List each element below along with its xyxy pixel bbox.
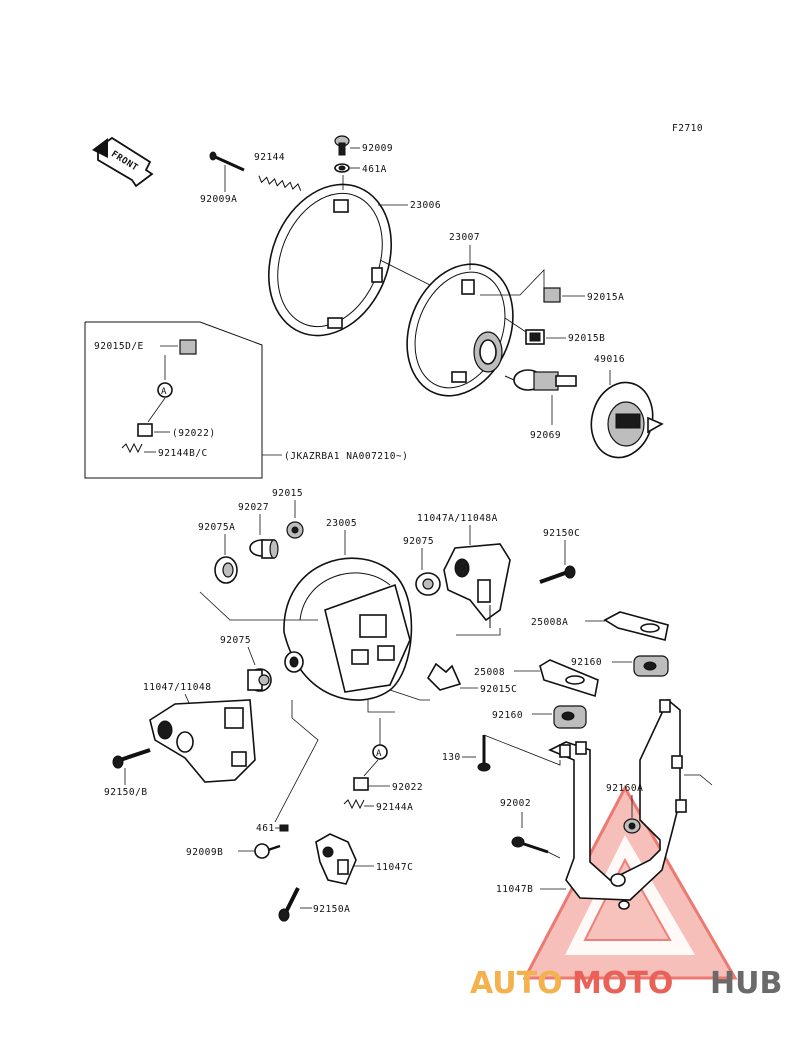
label-23007: 23007 [449,232,480,243]
callout-a: A [372,744,388,760]
washer-461a [334,163,350,173]
label-92002: 92002 [500,798,531,809]
collar-92027 [249,539,279,559]
bracket-11047a [443,543,511,628]
label-92069: 92069 [530,430,561,441]
label-92009a: 92009A [200,194,237,205]
label-130: 130 [442,752,461,763]
label-92144a: 92144A [376,802,413,813]
watermark-text: AUTO MOTO HUB [470,966,782,1001]
svg-text:HUB: HUB [710,966,782,1001]
label-92022: 92022 [392,782,423,793]
headlight-rim-23006 [267,183,393,337]
plate-25008a [603,611,669,641]
label-92027: 92027 [238,502,269,513]
label-92022-inset: (92022) [172,428,216,439]
nut-92022-inset [137,423,153,437]
headlight-housing-23005 [283,557,413,701]
damper-92160a [623,818,641,834]
label-11047a: 11047A/11048A [417,513,498,524]
label-11047b: 11047B [496,884,533,895]
label-92150c: 92150C [543,528,580,539]
socket-cover-49016 [590,381,664,459]
nut-92015 [286,521,304,539]
label-461a: 461A [362,164,387,175]
label-92075-a: 92075 [403,536,434,547]
inset-box [84,321,263,479]
damper-92160-b [553,705,587,729]
label-92015de: 92015D/E [94,341,144,352]
label-23006: 23006 [410,200,441,211]
label-92015b: 92015B [568,333,605,344]
screw-92009 [334,135,350,156]
bolt-92150c [539,565,576,584]
plate-25008 [539,659,599,698]
headlight-unit-23007 [406,263,514,397]
svg-text:A: A [376,749,382,759]
label-461: 461 [256,823,275,834]
bracket-11047c [315,833,357,885]
label-92160a: 92160A [606,783,643,794]
bulb-92069 [504,369,577,391]
grommet-92075-b [247,668,272,692]
svg-text:MOTO: MOTO [572,966,673,1001]
screw-92009b [254,843,281,859]
bracket-11047 [149,699,256,783]
label-92015a: 92015A [587,292,624,303]
spring-92144a [343,798,365,810]
label-92160-b: 92160 [492,710,523,721]
label-92144: 92144 [254,152,285,163]
nut-92022 [353,777,369,791]
grommet-92075a [214,556,238,584]
label-49016: 49016 [594,354,625,365]
label-92009: 92009 [362,143,393,154]
label-92015c: 92015C [480,684,517,695]
inset-note: (JKAZRBA1 NA007210~) [284,451,408,462]
bolt-130 [477,735,491,772]
label-92160-a: 92160 [571,657,602,668]
nut-92015de [179,339,197,355]
bolt-92150b [112,748,151,769]
label-23005: 23005 [326,518,357,529]
label-92075-b: 92075 [220,635,251,646]
connector-92015c [427,662,462,691]
stay-11047b [548,698,687,910]
callout-a-inset: A [157,382,173,398]
spring-92144bc [121,442,143,454]
bolt-92002 [511,836,549,854]
label-92144bc: 92144B/C [158,448,208,459]
label-11047: 11047/11048 [143,682,211,693]
label-92150b: 92150/B [104,787,148,798]
washer-461 [279,824,289,832]
figure-code: F2710 [672,123,703,134]
spring-92144 [258,175,302,191]
label-25008: 25008 [474,667,505,678]
svg-text:A: A [161,387,167,397]
bolt-92150a [278,887,300,922]
label-92150a: 92150A [313,904,350,915]
label-11047c: 11047C [376,862,413,873]
label-92009b: 92009B [186,847,223,858]
screw-92009a [209,151,245,172]
svg-text:AUTO: AUTO [470,966,563,1001]
clip-92015b [525,329,545,345]
damper-92160-a [633,655,669,677]
label-25008a: 25008A [531,617,568,628]
front-arrow-icon: FRONT [92,136,154,188]
grommet-92075-a [415,572,441,596]
label-92015: 92015 [272,488,303,499]
nut-92015a [543,287,561,303]
label-92075a: 92075A [198,522,235,533]
